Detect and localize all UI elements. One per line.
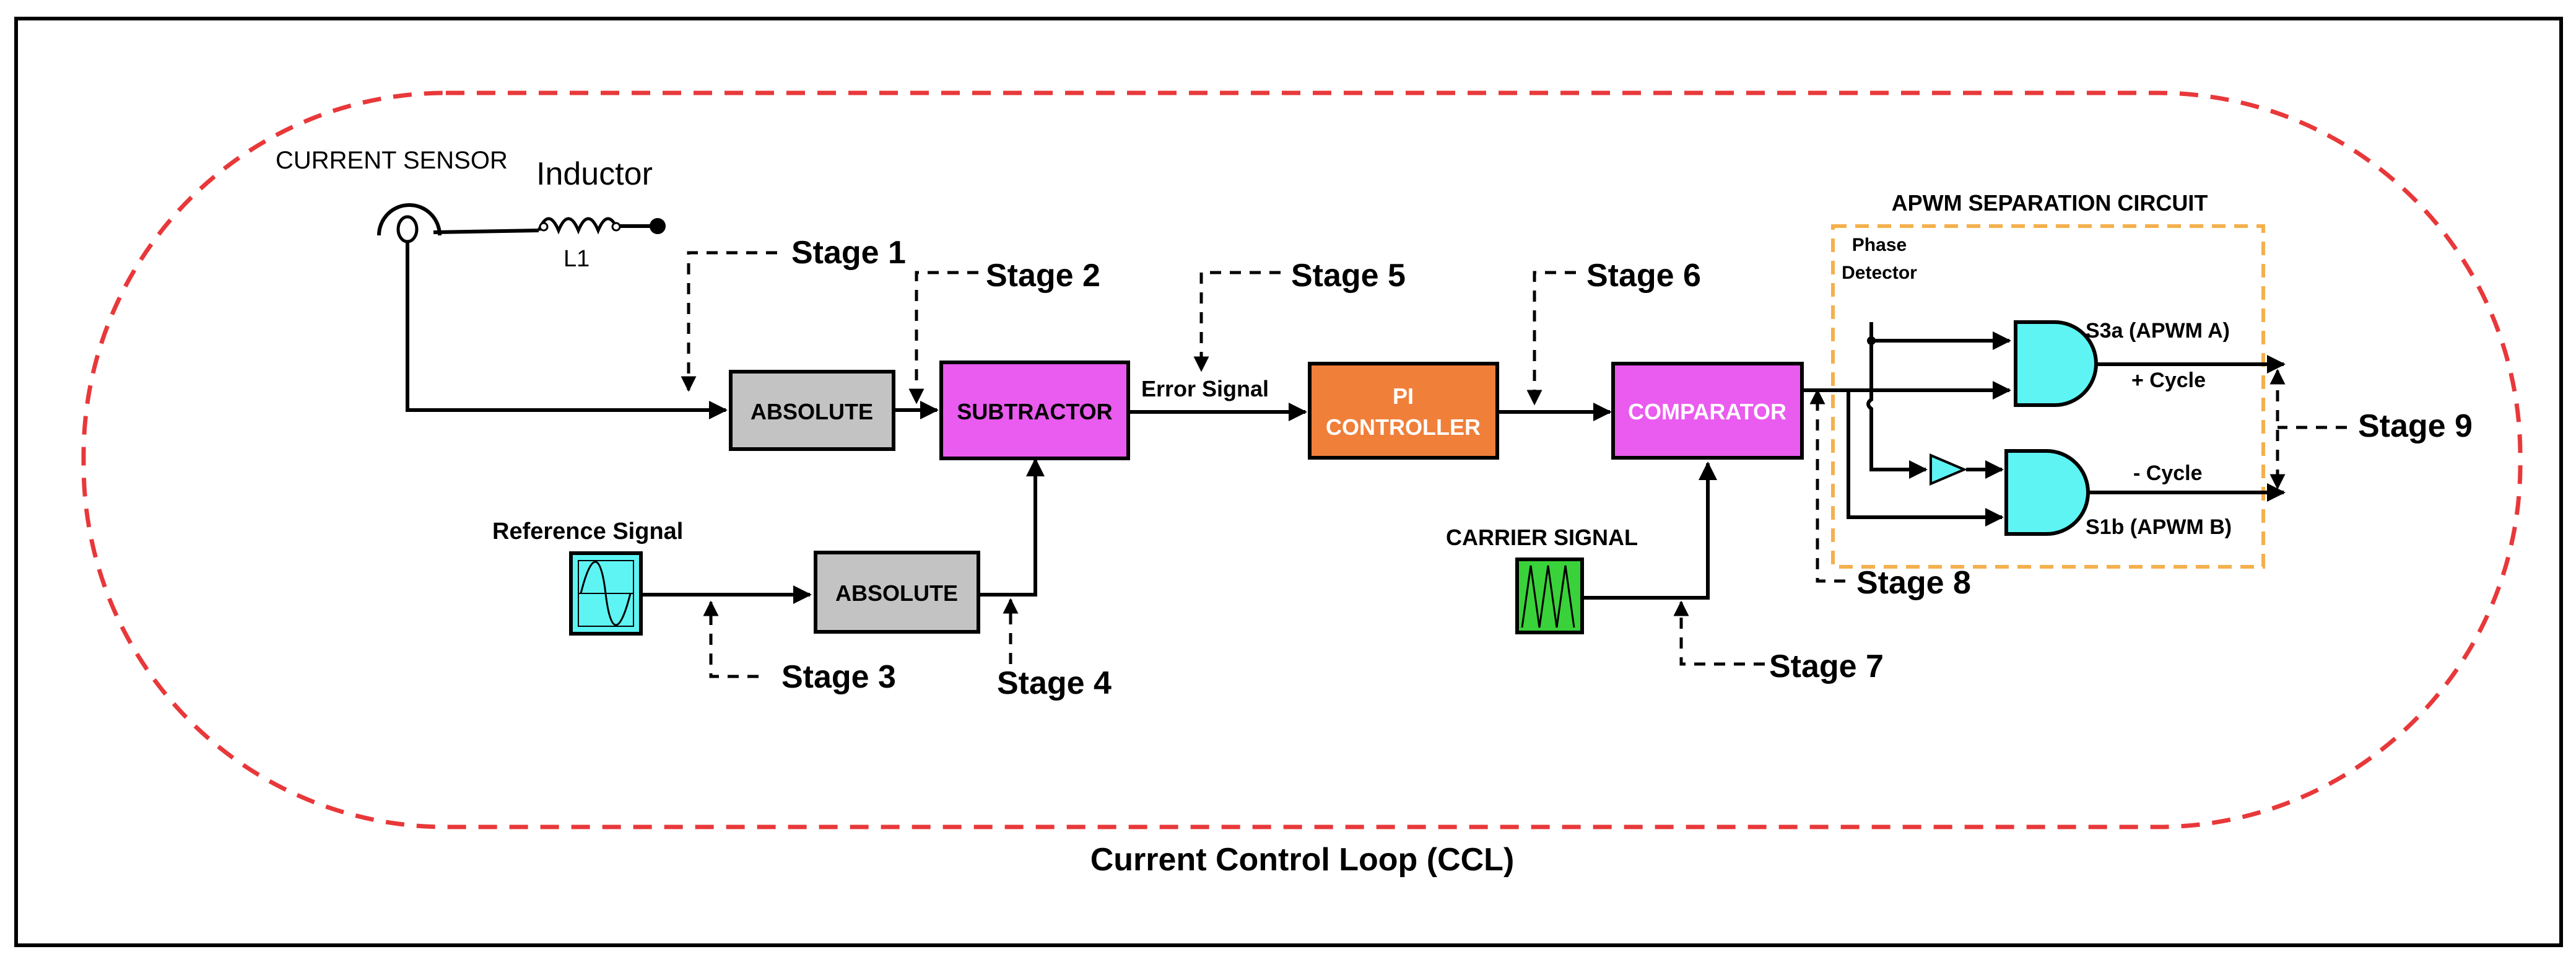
minus-cycle-label: - Cycle: [2133, 461, 2203, 485]
and-gate-a: [2014, 320, 2098, 407]
current-sensor-label: CURRENT SENSOR: [276, 147, 508, 174]
stage-1-label: Stage 1: [791, 235, 906, 271]
phase-detector-label-2: Detector: [1842, 263, 1917, 283]
stage-3-label: Stage 3: [781, 659, 896, 695]
stage7-pointer: [1673, 600, 1765, 666]
apwm-title: APWM SEPARATION CIRCUIT: [1892, 190, 2208, 216]
inductor-ref-label: L1: [564, 246, 590, 272]
comparator-block: COMPARATOR: [1611, 362, 1804, 460]
inductor-label: Inductor: [536, 156, 653, 192]
wire-phase-split: [1866, 322, 1873, 465]
and-gate-b: [2004, 449, 2090, 536]
wire-comparator-gate-b: [1847, 390, 2004, 527]
subtractor-block: SUBTRACTOR: [939, 361, 1130, 460]
stage5-pointer: [1193, 271, 1281, 372]
pi-label-line2: CONTROLLER: [1326, 414, 1481, 440]
buffer-triangle-icon: [1930, 453, 1968, 486]
stage8-pointer: [1809, 388, 1845, 583]
absolute-block-1: ABSOLUTE: [729, 370, 895, 451]
plus-cycle-label: + Cycle: [2131, 369, 2206, 392]
stage2-pointer: [908, 271, 978, 404]
pi-controller-block: PI CONTROLLER: [1308, 362, 1499, 460]
stage-5-label: Stage 5: [1291, 258, 1406, 294]
reference-signal-label: Reference Signal: [492, 518, 683, 544]
apwm-separation-box: [1831, 224, 2265, 569]
stage-4-label: Stage 4: [997, 665, 1112, 701]
comparator-label: COMPARATOR: [1628, 399, 1786, 424]
absolute-block-1-label: ABSOLUTE: [751, 399, 873, 424]
error-signal-label: Error Signal: [1141, 376, 1269, 401]
wire-sensor-absolute: [406, 238, 728, 419]
stage6-pointer: [1526, 271, 1576, 406]
stage-8-label: Stage 8: [1856, 565, 1971, 601]
phase-detector-label-1: Phase: [1852, 235, 1907, 255]
wire-to-buffer: [1869, 460, 1928, 479]
wire-carrier-comparator: [1582, 461, 1717, 600]
inductor-icon: [537, 217, 621, 235]
reference-signal-icon: [569, 551, 643, 636]
s3a-label: S3a (APWM A): [2086, 319, 2230, 343]
carrier-signal-label: CARRIER SIGNAL: [1446, 525, 1638, 550]
stage-2-label: Stage 2: [986, 258, 1100, 294]
stage-6-label: Stage 6: [1586, 258, 1701, 294]
current-sensor-icon: [377, 203, 442, 243]
diagram-title: Current Control Loop (CCL): [1090, 842, 1515, 878]
outer-frame: [14, 17, 2563, 947]
wire-absolute-subtractor-2: [978, 458, 1045, 597]
subtractor-label: SUBTRACTOR: [957, 399, 1112, 424]
stage3-pointer: [703, 600, 759, 678]
s1b-label: S1b (APWM B): [2086, 515, 2232, 539]
wire-sensor-inductor: [433, 229, 539, 234]
carrier-signal-icon: [1515, 558, 1584, 634]
pi-label-line1: PI: [1393, 383, 1414, 409]
loop-boundary: [81, 90, 2523, 829]
stage-7-label: Stage 7: [1769, 649, 1884, 684]
stage1-pointer: [681, 251, 777, 392]
junction-dot-top: [1867, 336, 1876, 345]
absolute-block-2-label: ABSOLUTE: [835, 580, 958, 606]
inductor-terminal: [650, 218, 666, 234]
stage-9-label: Stage 9: [2358, 408, 2473, 444]
absolute-block-2: ABSOLUTE: [814, 551, 980, 634]
